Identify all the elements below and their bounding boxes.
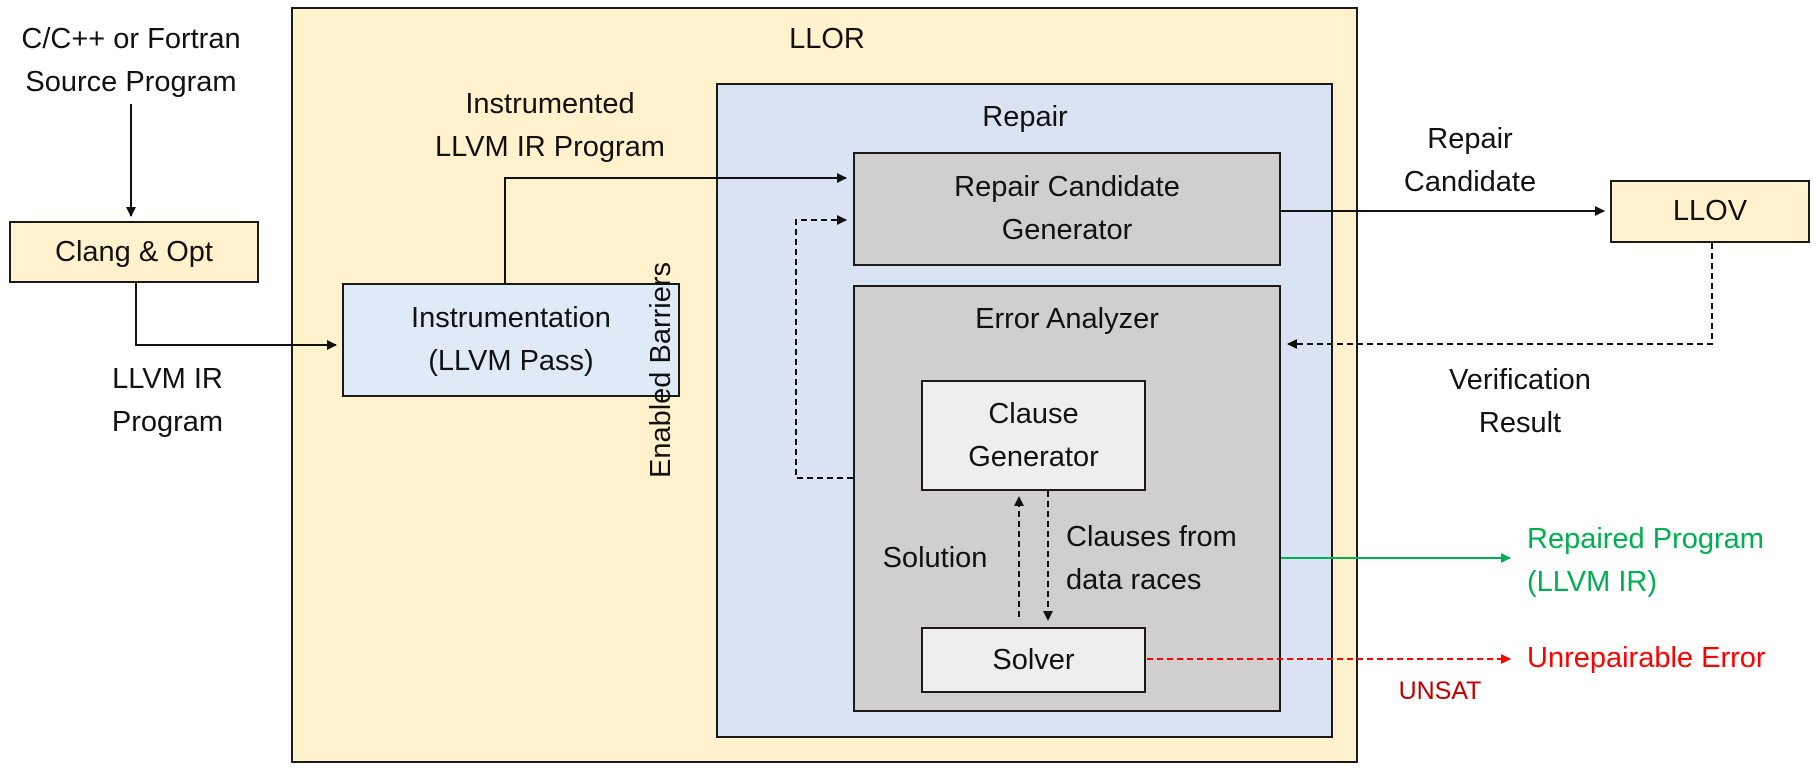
clang-opt-box: Clang & Opt: [9, 221, 259, 283]
rcg-line-1: Repair Candidate: [954, 171, 1180, 203]
llvm-ir-program-label: LLVM IR Program: [85, 358, 250, 444]
verification-line-1: Verification: [1449, 364, 1591, 396]
clauses-line-1: Clauses from: [1066, 521, 1237, 553]
verification-result-label: Verification Result: [1410, 359, 1630, 445]
rcg-line-2: Generator: [1001, 214, 1133, 246]
clauses-line-2: data races: [1066, 564, 1202, 596]
error-analyzer-title: Error Analyzer: [975, 303, 1159, 335]
repair-candidate-line-2: Candidate: [1403, 166, 1537, 198]
solver-label: Solver: [992, 643, 1075, 676]
source-line-1: C/C++ or Fortran: [21, 23, 241, 55]
instrumented-line-2: LLVM IR Program: [435, 131, 665, 163]
verification-line-2: Result: [1478, 407, 1562, 439]
llov-to-error-analyzer-arrow: [1287, 243, 1713, 349]
clang-to-instrumentation-arrow: [135, 283, 337, 350]
source-line-2: Source Program: [25, 66, 237, 98]
clang-opt-label: Clang & Opt: [55, 235, 213, 268]
llov-label: LLOV: [1672, 195, 1748, 227]
repair-candidate-line-1: Repair: [1427, 123, 1513, 155]
source-program-label: C/C++ or Fortran Source Program: [0, 18, 262, 104]
enabled-barriers-arrow: [795, 215, 853, 479]
instrumentation-line-2: (LLVM Pass): [428, 345, 594, 377]
instrumentation-box: Instrumentation (LLVM Pass): [342, 283, 680, 397]
repair-candidate-generator-box: Repair Candidate Generator: [853, 152, 1281, 266]
llvm-ir-line-2: Program: [111, 406, 224, 438]
solution-label: Solution: [882, 542, 988, 574]
llvm-ir-line-1: LLVM IR: [112, 363, 223, 395]
instrumentation-line-1: Instrumentation: [411, 302, 611, 334]
repair-candidate-label: Repair Candidate: [1380, 118, 1560, 204]
unsat-label: UNSAT: [1398, 677, 1482, 705]
instrumented-label: Instrumented LLVM IR Program: [410, 83, 690, 169]
clauses-from-races-label: Clauses from data races: [1066, 516, 1276, 602]
llor-title: LLOR: [789, 23, 865, 55]
repaired-line-1: Repaired Program: [1527, 523, 1764, 555]
solver-box: Solver: [921, 627, 1146, 693]
clause-generator-box: Clause Generator: [921, 380, 1146, 491]
clause-gen-line-2: Generator: [968, 440, 1099, 473]
repair-title: Repair: [982, 101, 1068, 133]
repaired-line-2: (LLVM IR): [1527, 566, 1657, 598]
instrumented-line-1: Instrumented: [465, 88, 635, 120]
instrumentation-to-rcg-arrow: [504, 173, 847, 283]
unrepairable-error-label: Unrepairable Error: [1527, 642, 1766, 674]
clause-gen-line-1: Clause: [988, 397, 1079, 430]
repaired-program-label: Repaired Program (LLVM IR): [1527, 518, 1817, 604]
llov-box: LLOV: [1610, 180, 1810, 243]
